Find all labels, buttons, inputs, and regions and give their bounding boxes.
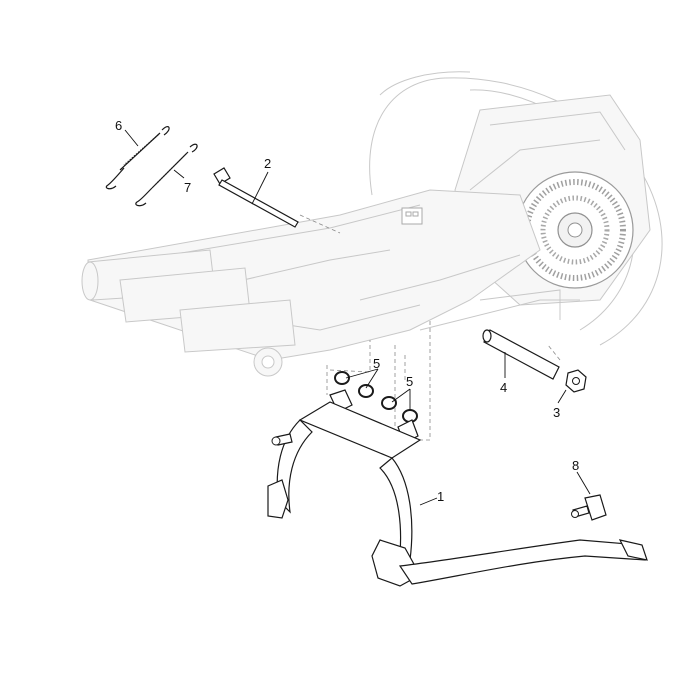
spring-part-6 [105,126,170,190]
washers-part-5 [334,371,418,423]
pin-part-4 [482,329,560,380]
callout-8: 8 [572,458,579,473]
centre-stand-part-1 [267,389,648,587]
callout-1: 1 [437,489,444,504]
callout-6: 6 [115,118,122,133]
swingarm-tubes [81,249,296,377]
bolt-part-2 [213,167,299,228]
callout-5-right: 5 [406,374,413,389]
cooling-fan [516,171,634,289]
nut-part-3 [565,369,587,393]
callout-5-left: 5 [373,356,380,371]
callout-4: 4 [500,380,507,395]
leader-lines [124,129,591,506]
engine-assembly-background [81,71,663,377]
rubber-stop-part-8 [571,494,607,521]
callout-2: 2 [264,156,271,171]
callout-7: 7 [184,180,191,195]
callout-labels: 6 7 2 4 3 5 5 1 8 [115,118,579,504]
spring-part-7 [135,143,198,207]
callout-3: 3 [553,405,560,420]
